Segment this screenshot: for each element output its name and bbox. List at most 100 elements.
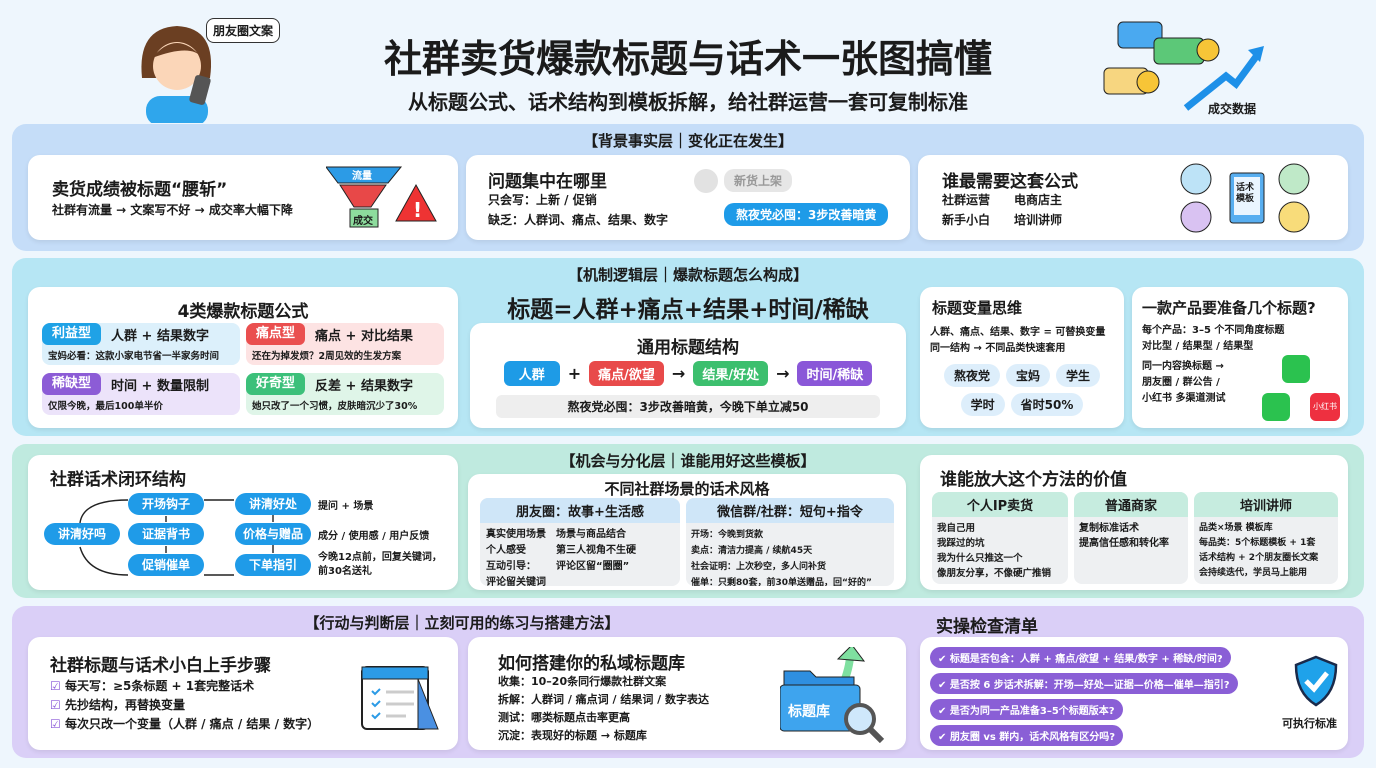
loop-node-opening: 开场钩子 [128, 493, 204, 515]
loop-arrows [79, 499, 274, 576]
step-item: ☑ 每次只改一个变量（人群 / 痛点 / 结果 / 数字） [50, 715, 319, 734]
chat-bubble-blue: 熬夜党必囤：3步改善暗黄 [724, 203, 889, 226]
loop-node-left: 讲清好吗 [44, 523, 120, 545]
formula-type: 利益型人群 + 结果数字宝妈必看：这款小家电节省一半家务时间 [42, 323, 240, 365]
value-col-merchant: 普通商家复制标准话术提高信任感和转化率 [1074, 492, 1188, 584]
tag: 宝妈 [1005, 364, 1050, 387]
card-text: 每个产品：3–5 个不同角度标题 [1142, 325, 1285, 336]
people-book-icon: 话术模板 [1178, 161, 1318, 235]
page-subtitle: 从标题公式、话术结构到模板拆解，给社群运营一套可复制标准 [408, 90, 968, 114]
tag: 学时 [960, 393, 1005, 416]
loop-node-order: 下单指引 [235, 554, 311, 576]
formula-type-example: 宝妈必看：这款小家电节省一半家务时间 [48, 351, 220, 362]
sub-heading: 普通商家 [1074, 492, 1188, 517]
sub-heading: 朋友圈：故事+生活感 [480, 498, 680, 523]
card-title: 标题变量思维 [932, 299, 1023, 317]
card-title: 社群话术闭环结构 [50, 470, 186, 490]
formula-type: 稀缺型时间 + 数量限制仅限今晚，最后100单半价 [42, 373, 240, 415]
value-col-ip: 个人IP卖货我自己用我踩过的坑我为什么只推这一个像朋友分享，不像硬广推销 [932, 492, 1068, 584]
checklist-items: ✔ 标题是否包含：人群 + 痛点/欲望 + 结果/数字 + 稀缺/时间? ✔ 是… [930, 647, 1238, 751]
card-steps: 社群标题与话术小白上手步骤 ☑ 每天写：≥5条标题 + 1套完整话术 ☑ 先抄结… [28, 637, 458, 750]
card-title: 谁最需要这套公式 [942, 172, 1078, 192]
arrow-operator: → [671, 364, 686, 383]
sub-body: 真实使用场景个人感受互动引导：评论留关键词 场景与商品结合第三人视角不生硬评论区… [480, 523, 680, 586]
formula-type-label: 痛点型 [246, 323, 306, 345]
formula-type-header: 好奇型反差 + 结果数字 [246, 373, 444, 395]
line: 我自己用 [937, 523, 976, 534]
formula-type-example: 仅限今晚，最后100单半价 [48, 401, 163, 412]
formula-type-label: 利益型 [42, 323, 102, 345]
card-text: 只会写：上新 / 促销 [488, 193, 597, 207]
line: 我踩过的坑 [937, 538, 985, 549]
arrow-operator: → [776, 364, 790, 383]
funnel-warning-icon: ! 流量 成交 [325, 165, 438, 231]
band-heading: 【机制逻辑层｜爆款标题怎么构成】 [567, 266, 808, 284]
line: 拆解：人群词 / 痛点词 / 结果词 / 数字表达 [498, 693, 710, 706]
line: 像朋友分享，不像硬广推销 [937, 568, 1052, 579]
sub-body: 开场：今晚到货款卖点：清洁力提高 / 续航45天社会证明：上次秒空，多人问补货催… [686, 523, 894, 586]
line: 每品类：5个标题模板 + 1套 [1199, 538, 1316, 548]
item-text: 是否为同一产品准备3–5个标题版本? [949, 706, 1115, 717]
line: 话术结构 + 2个朋友圈长文案 [1199, 553, 1319, 563]
line: 催单：只剩80套，前30单送赠品，回“好的” [691, 578, 872, 586]
card-structure: 通用标题结构 人群 + 痛点/欲望 → 结果/好处 → 时间/稀缺 熬夜党必囤：… [470, 323, 906, 428]
loop-node-price: 价格与赠品 [235, 523, 311, 545]
card-title: 通用标题结构 [637, 338, 739, 358]
card-title: 谁能放大这个方法的价值 [940, 470, 1127, 490]
line: 收集：10–20条同行爆款社群文案 [498, 675, 667, 688]
line: 评论留关键词 [486, 577, 546, 586]
plus-operator: + [567, 364, 582, 383]
page-title: 社群卖货爆款标题与话术一张图搞懂 [383, 37, 992, 81]
line: 第三人视角不生硬 [556, 545, 636, 556]
chat-bubble-gray: 新货上架 [724, 169, 793, 192]
sub-heading: 微信群/社群：短句+指令 [686, 498, 894, 523]
checkbox-icon: ☑ [50, 698, 65, 712]
chat-money-growth-icon [1098, 16, 1268, 116]
loop-node-evidence: 证据背书 [128, 523, 204, 545]
card-title: 一款产品要准备几个标题? [1142, 299, 1316, 317]
formula-type-formula: 时间 + 数量限制 [111, 378, 209, 394]
step-item: ☑ 先抄结构，再替换变量 [50, 696, 319, 715]
card-title: 如何搭建你的私域标题库 [498, 654, 685, 674]
line: 复制标准话术 [1079, 523, 1139, 534]
card-loop: 社群话术闭环结构 开场钩子 讲清好处 证据背书 价格与赠品 促销催单 下单指引 … [28, 455, 458, 590]
style-group: 微信群/社群：短句+指令 开场：今晚到货款卖点：清洁力提高 / 续航45天社会证… [686, 498, 894, 586]
funnel-top-label: 流量 [352, 171, 372, 182]
sub-heading: 个人IP卖货 [932, 492, 1068, 517]
line: 会持续迭代，学员马上能用 [1199, 568, 1308, 578]
card-text: 社群有流量 → 文案写不好 → 成交率大幅下降 [52, 203, 293, 217]
calendar-checklist-icon [358, 659, 442, 735]
card-value: 谁能放大这个方法的价值 个人IP卖货我自己用我踩过的坑我为什么只推这一个像朋友分… [920, 455, 1348, 590]
formula-type-formula: 反差 + 结果数字 [315, 378, 413, 394]
checkbox-icon: ☑ [50, 717, 65, 731]
line: 开场：今晚到货款 [691, 530, 764, 540]
formula-type-example: 还在为掉发烦？2周见效的生发方案 [252, 351, 402, 362]
item-text: 朋友圈 vs 群内，话术风格有区分吗? [949, 732, 1116, 743]
card-title-count: 一款产品要准备几个标题? 每个产品：3–5 个不同角度标题 对比型 / 结果型 … [1132, 287, 1348, 428]
loop-note: 成分 / 使用感 / 用户反馈 [318, 531, 430, 542]
card-variables: 标题变量思维 人群、痛点、结果、数字 = 可替换变量 同一结构 → 不同品类快速… [920, 287, 1124, 428]
band-heading: 【背景事实层｜变化正在发生】 [582, 132, 793, 150]
formula-type-header: 利益型人群 + 结果数字 [42, 323, 240, 345]
step-text: 每次只改一个变量（人群 / 痛点 / 结果 / 数字） [64, 717, 320, 731]
line: 社会证明：上次秒空，多人问补货 [691, 562, 827, 572]
card-text: 缺乏：人群词、痛点、结果、数字 [488, 213, 669, 227]
funnel-bottom-label: 成交 [353, 216, 373, 227]
role: 新手小白 [942, 213, 991, 227]
steps-list: ☑ 每天写：≥5条标题 + 1套完整话术 ☑ 先抄结构，再替换变量 ☑ 每次只改… [50, 677, 319, 734]
card-title: 问题集中在哪里 [488, 172, 607, 192]
card-text: 小红书 多渠道测试 [1142, 393, 1226, 404]
formula-type: 痛点型痛点 + 对比结果还在为掉发烦？2周见效的生发方案 [246, 323, 444, 365]
formula-type-label: 稀缺型 [42, 373, 102, 395]
item-text: 是否按 6 步话术拆解：开场—好处—证据—价格—催单—指引? [949, 680, 1230, 691]
illustration-girl [132, 18, 227, 126]
formula-type-formula: 痛点 + 对比结果 [315, 328, 413, 344]
part-scarcity: 时间/稀缺 [797, 361, 873, 386]
step-item: ☑ 每天写：≥5条标题 + 1套完整话术 [50, 677, 319, 696]
card-styles: 不同社群场景的话术风格 朋友圈：故事+生活感 真实使用场景个人感受互动引导：评论… [468, 474, 906, 590]
line: 个人感受 [486, 545, 526, 556]
checklist-item: ✔ 是否按 6 步话术拆解：开场—好处—证据—价格—催单—指引? [930, 673, 1238, 694]
sub-body: 我自己用我踩过的坑我为什么只推这一个像朋友分享，不像硬广推销 [932, 517, 1068, 584]
folder-search-icon: 标题库 [779, 644, 890, 744]
checklist-item: ✔ 标题是否包含：人群 + 痛点/欲望 + 结果/数字 + 稀缺/时间? [930, 647, 1231, 668]
